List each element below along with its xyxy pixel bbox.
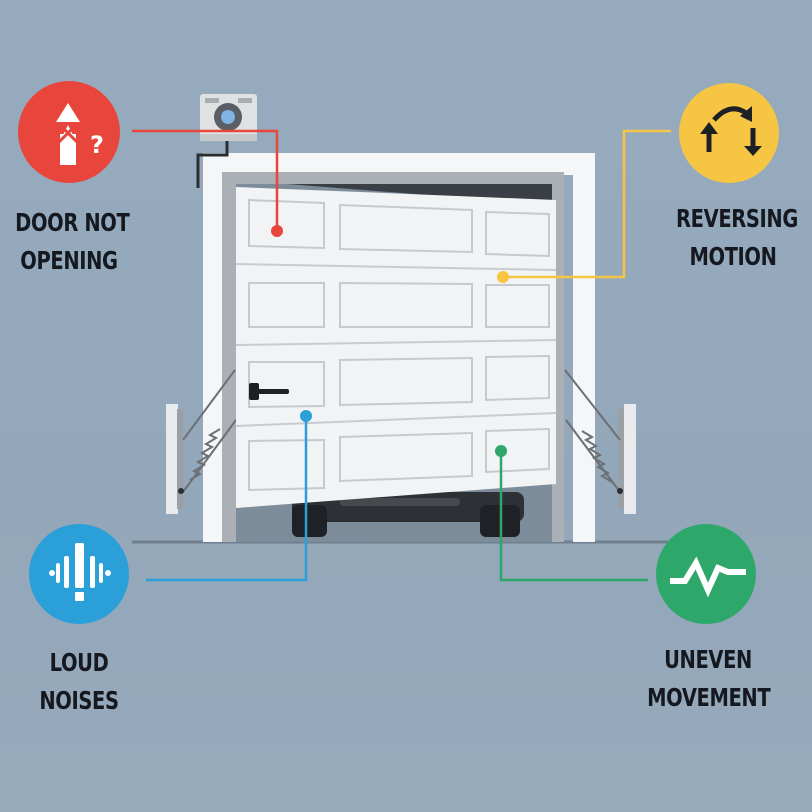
uneven-movement-marker bbox=[495, 445, 507, 457]
door-not-opening-connector bbox=[132, 129, 279, 231]
loud-noises-label: LOUD NOISES bbox=[33, 644, 125, 720]
label-line: OPENING bbox=[20, 246, 118, 275]
label-line: MOTION bbox=[689, 242, 777, 271]
garage-opener-icon bbox=[196, 94, 257, 188]
door-frame bbox=[203, 153, 595, 542]
uneven-movement-badge bbox=[656, 524, 756, 624]
reversing-motion-connector bbox=[503, 129, 671, 279]
zigzag-line-icon bbox=[670, 556, 746, 598]
left-spring bbox=[166, 369, 237, 514]
label-line: LOUD bbox=[49, 648, 109, 677]
reversing-motion-badge bbox=[679, 83, 779, 183]
sound-alert-icon bbox=[49, 543, 111, 601]
label-line: NOISES bbox=[39, 686, 119, 715]
door-not-opening-badge: ? bbox=[18, 81, 120, 183]
right-spring bbox=[564, 369, 636, 514]
loud-noises-marker bbox=[300, 410, 312, 422]
arrow-blocked-question-icon: ? bbox=[56, 103, 104, 165]
reversing-motion-marker bbox=[497, 271, 509, 283]
door-handle-icon bbox=[249, 383, 289, 400]
garage-door bbox=[235, 187, 557, 508]
loud-noises-badge bbox=[29, 524, 129, 624]
uneven-movement-connector bbox=[499, 451, 648, 582]
label-line: UNEVEN bbox=[664, 645, 752, 674]
loud-noises-connector bbox=[146, 416, 308, 582]
label-line: REVERSING bbox=[676, 204, 798, 233]
label-line: DOOR NOT bbox=[15, 208, 130, 237]
reverse-arrows-icon bbox=[700, 106, 762, 156]
uneven-movement-label: UNEVEN MOVEMENT bbox=[647, 641, 771, 717]
svg-text:?: ? bbox=[90, 131, 104, 159]
car-icon bbox=[292, 492, 524, 537]
door-not-opening-marker bbox=[271, 225, 283, 237]
reversing-motion-label: REVERSING MOTION bbox=[676, 200, 798, 276]
door-not-opening-label: DOOR NOT OPENING bbox=[15, 204, 130, 280]
label-line: MOVEMENT bbox=[647, 683, 771, 712]
